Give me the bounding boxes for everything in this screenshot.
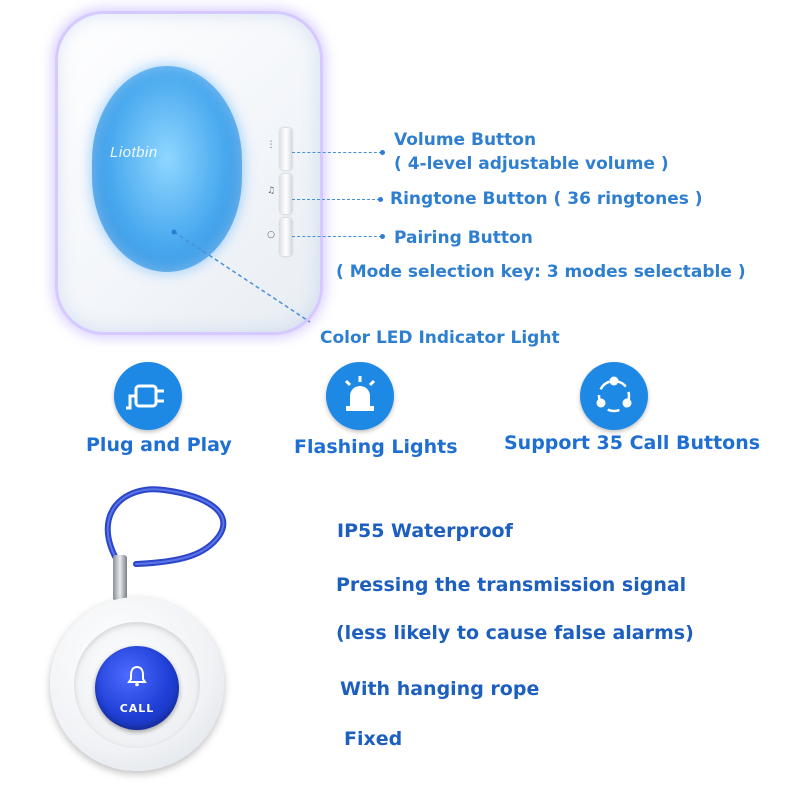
ringtone-button[interactable] bbox=[280, 174, 292, 214]
volume-callout-line bbox=[292, 152, 382, 153]
volume-icon: ⋮ bbox=[266, 140, 276, 150]
plug-icon bbox=[114, 362, 182, 430]
volume-button-sublabel: ( 4-level adjustable volume ) bbox=[394, 154, 669, 174]
volume-button-label: Volume Button bbox=[394, 130, 537, 150]
connection-cycle-icon bbox=[580, 362, 648, 430]
music-note-icon: ♫ bbox=[266, 186, 276, 196]
feature-label-plug: Plug and Play bbox=[86, 434, 232, 456]
ringtone-callout-dot bbox=[378, 197, 383, 202]
feature-label-lights: Flashing Lights bbox=[294, 436, 458, 458]
spec-waterproof: IP55 Waterproof bbox=[337, 520, 513, 542]
volume-button[interactable] bbox=[280, 128, 292, 170]
spec-transmission: Pressing the transmission signal bbox=[336, 574, 687, 596]
brand-logo: Liotbin bbox=[110, 144, 158, 161]
feature-label-call-buttons: Support 35 Call Buttons bbox=[504, 432, 761, 454]
spec-hanging-rope: With hanging rope bbox=[340, 678, 540, 700]
ringtone-callout-line bbox=[292, 199, 380, 200]
pairing-callout-line bbox=[292, 236, 382, 237]
led-label: Color LED Indicator Light bbox=[320, 328, 560, 348]
ringtone-button-label: Ringtone Button ( 36 ringtones ) bbox=[390, 189, 703, 209]
spec-false-alarm: (less likely to cause false alarms) bbox=[336, 622, 694, 644]
call-button[interactable] bbox=[95, 646, 179, 730]
pairing-button[interactable] bbox=[280, 218, 292, 256]
siren-light-icon bbox=[326, 362, 394, 430]
led-indicator-light bbox=[92, 66, 242, 272]
lanyard-clasp bbox=[113, 555, 127, 601]
pairing-button-label: Pairing Button bbox=[394, 228, 533, 248]
spec-fixed: Fixed bbox=[344, 728, 403, 750]
pairing-button-sublabel: ( Mode selection key: 3 modes selectable… bbox=[336, 262, 746, 282]
pairing-icon: ○ bbox=[267, 230, 275, 240]
led-callout-line bbox=[171, 229, 311, 323]
volume-callout-dot bbox=[380, 150, 385, 155]
call-button-text: CALL bbox=[119, 702, 155, 715]
pairing-callout-dot bbox=[380, 234, 385, 239]
bell-icon bbox=[127, 665, 147, 687]
lanyard-rope bbox=[104, 486, 227, 567]
